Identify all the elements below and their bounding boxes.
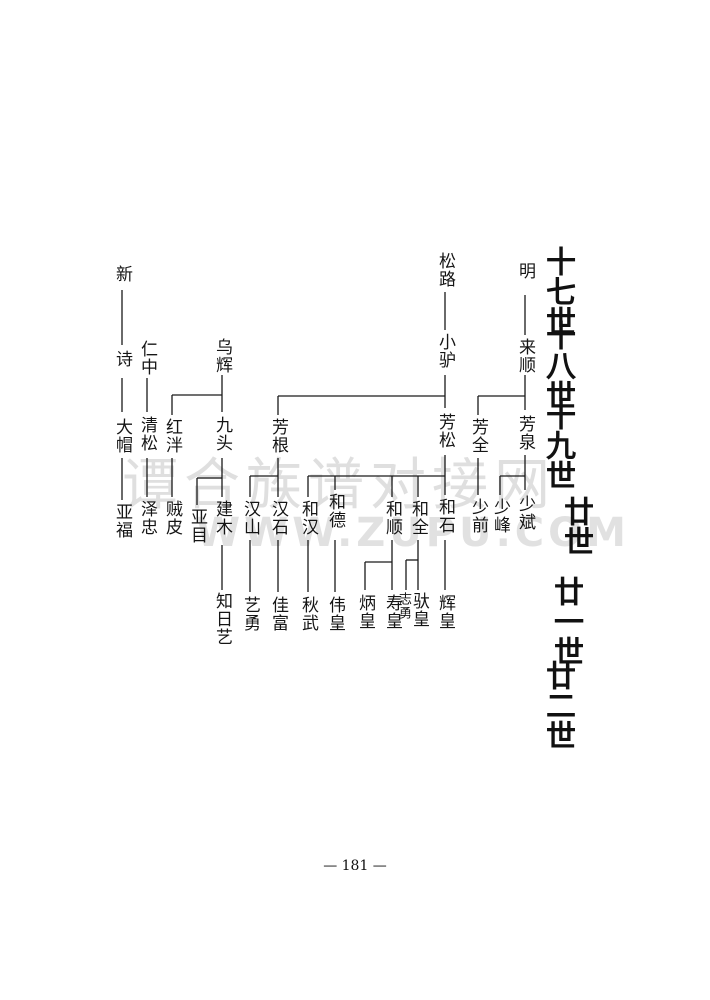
name-qingsong: 清松	[137, 416, 157, 452]
name-jianmu: 建木	[212, 500, 232, 536]
name-hanshan: 汉山	[240, 500, 260, 536]
name-fangquan-a: 芳泉	[515, 415, 535, 451]
generation-20: 廿世	[558, 496, 593, 556]
name-niaohui: 乌辉	[212, 338, 232, 374]
name-songlu: 松路	[435, 252, 455, 288]
name-hede: 和德	[325, 493, 345, 529]
name-zhiyong: 志勇	[396, 592, 411, 620]
generation-22: 廿二世	[540, 660, 575, 750]
name-shouhuang: 寿皇	[382, 594, 402, 630]
name-huihuang: 辉皇	[435, 594, 455, 630]
name-weihuang: 伟皇	[325, 596, 345, 632]
name-zhiriyi: 知日艺	[212, 592, 232, 646]
watermark-text: 谭合族谱对接网	[122, 453, 556, 518]
name-xiaolu: 小驴	[435, 333, 455, 369]
name-yihuang: 驮皇	[409, 592, 429, 628]
name-shaobin: 少斌	[515, 495, 535, 531]
generation-18: 十八世	[540, 320, 575, 410]
name-heshi: 和石	[435, 498, 455, 534]
generation-19: 十九世	[540, 400, 575, 490]
name-ming: 明	[515, 262, 535, 280]
name-yafu: 亚福	[112, 503, 132, 539]
name-fangsong: 芳松	[435, 413, 455, 449]
name-laishun: 来顺	[515, 338, 535, 374]
name-hanshi: 汉石	[268, 500, 288, 536]
name-fangquan-b: 芳全	[468, 418, 488, 454]
generation-17: 十七世	[540, 246, 575, 336]
name-shaofeng: 少峰	[490, 498, 510, 534]
watermark-url: WWW.ZUPU.COM	[196, 510, 630, 556]
name-zezhong: 泽忠	[137, 500, 157, 536]
name-hequan: 和全	[408, 500, 428, 536]
name-zeipi: 贼皮	[162, 500, 182, 536]
name-jiafu: 佳富	[268, 596, 288, 632]
name-dagao: 大帽	[112, 418, 132, 454]
name-binghuang: 炳皇	[355, 594, 375, 630]
name-yiyong: 艺勇	[240, 596, 260, 632]
name-hehan: 和汉	[298, 500, 318, 536]
name-yamu: 亚目	[187, 508, 207, 544]
name-ren-zhong: 仁中	[137, 340, 157, 376]
name-qiuwu: 秋武	[298, 596, 318, 632]
name-huanqi: 诗	[112, 350, 132, 368]
name-heshun: 和顺	[382, 500, 402, 536]
generation-21: 廿一世	[548, 576, 583, 666]
page-number: — 181 —	[323, 858, 387, 874]
name-hongpan: 红泮	[162, 418, 182, 454]
name-xin: 新	[112, 265, 132, 283]
name-shaoqian: 少前	[468, 498, 488, 534]
name-jiutou: 九头	[212, 416, 232, 452]
name-fanggen: 芳根	[268, 418, 288, 454]
